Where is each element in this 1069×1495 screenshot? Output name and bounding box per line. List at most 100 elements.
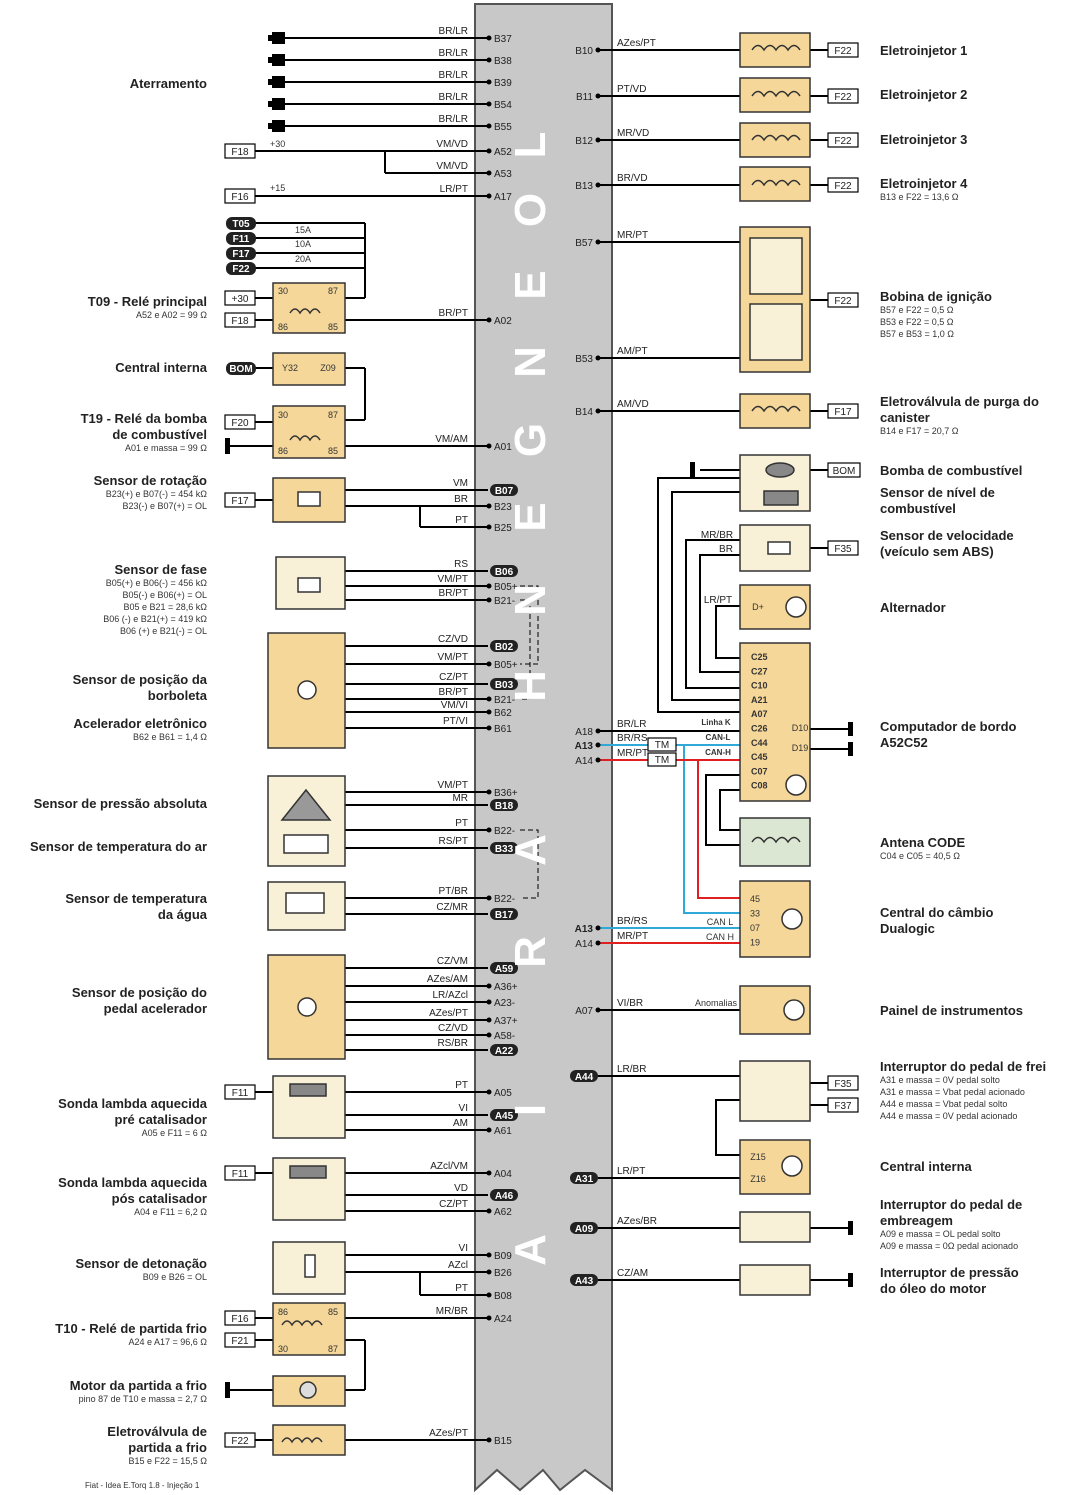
pin-badge [490,908,518,920]
right-sub-inj4: B13 e F22 = 13,6 Ω [880,192,959,202]
pin-badge [490,1044,518,1056]
right-wire-label: AZes/BR [617,1216,657,1227]
voltage-label: +15 [270,183,285,193]
pin-label: B22- [494,826,515,837]
pin-label: A07 [575,1006,593,1017]
shared-links [520,585,539,899]
left-wire-label: CZ/PT [439,672,468,683]
left-fuses [224,143,256,1448]
pin-label: B39 [494,78,512,89]
pin-dot [486,35,492,41]
pin-label: A14 [575,756,593,767]
pin-label: B23 [494,502,512,513]
cambio-pin-label: 33 [750,909,760,919]
pin-label: A62 [494,1207,512,1218]
pin-dot [595,239,601,245]
fuse-label: F35 [834,1079,852,1090]
left-wire-label: VI [459,1103,468,1114]
pin-badge [490,842,518,854]
relay-pin-label: 86 [278,446,288,456]
left-wire-label: BR/PT [439,588,468,599]
ground-symbols-left [225,32,285,1398]
pin-label: B07 [495,486,514,497]
pin-label: A46 [495,1191,514,1202]
left-wire-label: VM/PT [437,574,468,585]
left-sub-t09: A52 e A02 = 99 Ω [136,310,207,320]
left-label-lamb2: Sonda lambda aquecida [58,1175,208,1190]
right-label-oleo: Interruptor de pressão [880,1265,1019,1280]
fuse-label: F18 [231,147,249,158]
pin-label: B33 [495,844,514,855]
right-wire-label: BR/VD [617,173,648,184]
left-label-aterramento: Aterramento [130,76,207,91]
pin-dot [486,1032,492,1038]
pin-dot [486,79,492,85]
pin-dot [486,789,492,795]
pin-dot [486,696,492,702]
left-sub-lamb1: A05 e F11 = 6 Ω [142,1128,208,1138]
left-wire-label: CZ/VD [438,634,468,645]
pin-dot [486,148,492,154]
pin-label: B10 [575,46,593,57]
pin-dot [486,1089,492,1095]
relay-pin-label: 85 [328,322,338,332]
left-sub-t19: A01 e massa = 99 Ω [125,443,207,453]
pin-label: B61 [494,724,512,735]
right-label-antena: Antena CODE [880,835,966,850]
pin-label: A45 [495,1111,514,1122]
pin-label: A13 [575,741,594,752]
left-wire-label: AZes/AM [427,974,468,985]
right-label-inj4: Eletroinjetor 4 [880,176,968,191]
left-label-map: Sensor de pressão absoluta [34,796,208,811]
ecu-banner-letter: H [506,670,555,702]
left-sub-fase: B05(-) e B06(+) = OL [122,590,207,600]
pin-badge [490,484,518,496]
left-label-t19: T19 - Relé da bomba [81,411,208,426]
right-wire-label: LR/PT [617,1166,645,1177]
left-label-evpf: partida a frio [128,1440,207,1455]
pin-label: B18 [495,801,514,812]
left-wire-label: PT [455,1080,468,1091]
computer-pin-label: C07 [751,766,768,776]
left-sub-evpf: B15 e F22 = 15,5 Ω [128,1456,207,1466]
fuse-pill-label: F22 [232,264,250,275]
relay-pin-label: 85 [328,446,338,456]
right-label-nivel: combustível [880,501,956,516]
z09-label: Z09 [320,363,336,373]
footer-text: Fiat - Idea E.Torq 1.8 - Injeção 1 [85,1481,200,1490]
left-label-tagua: da água [158,907,208,922]
pin-label: A09 [575,1224,594,1235]
fuse-label: F35 [834,544,852,555]
ecu-banner-letter: O [506,193,555,227]
right-label-canister: canister [880,410,930,425]
right-label-inj3: Eletroinjetor 3 [880,132,967,147]
left-wire-label: BR/LR [439,70,468,81]
right-sub-freio: A31 e massa = 0V pedal solto [880,1075,1000,1085]
can-h-label: CAN-H [705,748,731,757]
left-wire-label: LR/PT [440,184,468,195]
right-components [739,32,811,1296]
pin-label: A22 [495,1046,514,1057]
pin-label: B57 [575,238,593,249]
left-wire-label: RS/BR [437,1038,468,1049]
pin-dot [486,123,492,129]
left-wire-label: BR/LR [439,92,468,103]
amp-label: 15A [295,225,311,235]
right-label-canister: Eletroválvula de purga do [880,394,1039,409]
left-sub-det: B09 e B26 = OL [143,1272,207,1282]
pin-label: B38 [494,56,512,67]
pin-dot [486,1437,492,1443]
cambio-pin-label: 45 [750,894,760,904]
right-wire-label: MR/VD [617,128,649,139]
cambio-pin-label: 19 [750,938,760,948]
right-label-embr: Interruptor do pedal de [880,1197,1022,1212]
pin-badge [490,565,518,577]
ecu-pin-dots [486,35,601,1443]
computer-pin-label: C25 [751,652,768,662]
pin-label: B12 [575,136,593,147]
ecu-banner-letter: A [506,834,555,866]
left-wire-label: AZcl/VM [430,1161,468,1172]
left-label-pedal: Sensor de posição do [72,985,207,1000]
left-label-borb: Sensor de posição da [73,672,208,687]
pin-dot [486,1017,492,1023]
